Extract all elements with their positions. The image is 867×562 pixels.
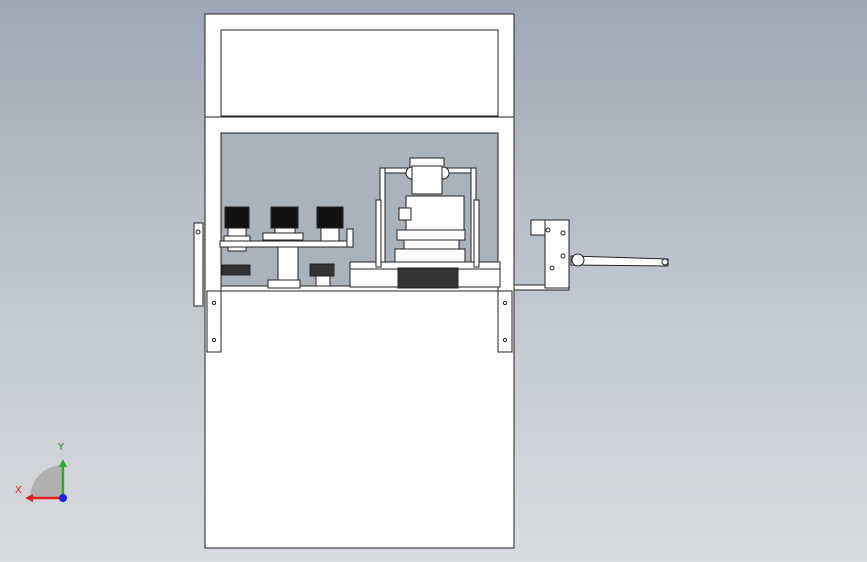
left-shelf	[219, 240, 354, 248]
left-hinge	[193, 222, 204, 307]
left-post	[206, 290, 222, 353]
x-axis-label: X	[15, 485, 22, 496]
main-frame	[204, 116, 515, 549]
right-post	[497, 290, 513, 353]
right-arm	[513, 219, 669, 291]
axis-triad	[25, 459, 67, 502]
center-assembly	[349, 157, 501, 289]
top-frame	[204, 13, 515, 118]
y-axis-label: Y	[58, 442, 65, 453]
